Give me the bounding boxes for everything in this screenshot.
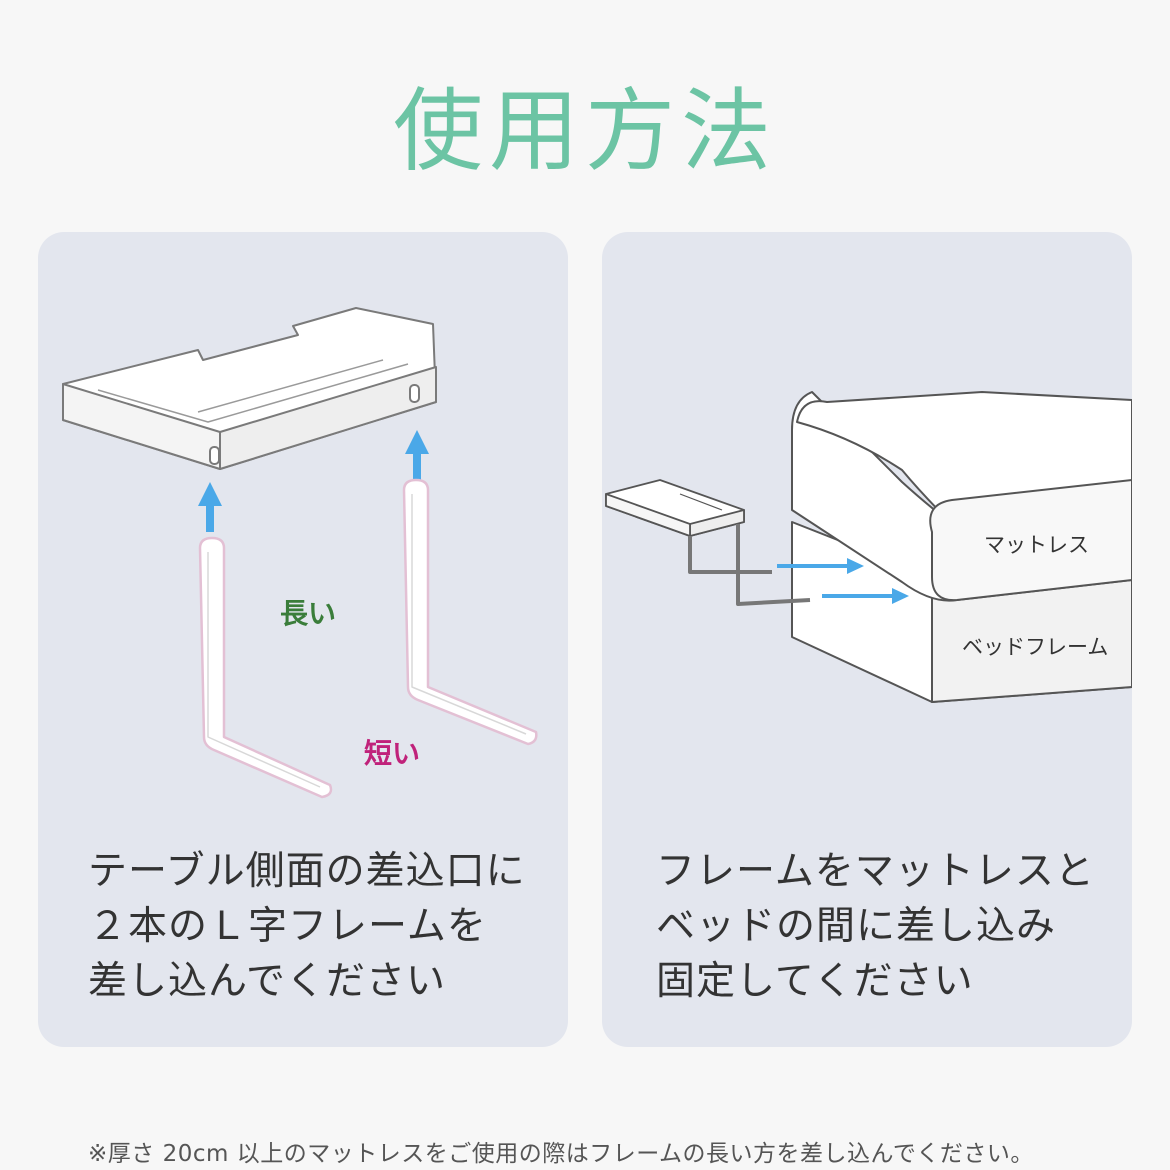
bed-installation-illustration: マットレス ベッドフレーム (605, 391, 1132, 703)
step-2-panel: マットレス ベッドフレーム フレームをマットレスと ベッドの間に差し込み 固定し… (602, 232, 1132, 1047)
step-1-panel: 長い 短い テーブル側面の差込口に ２本のＬ字フレームを 差し込んでください (38, 232, 568, 1047)
page-title: 使用方法 (393, 79, 777, 184)
mattress-illustration (791, 391, 1132, 602)
l-frame-short-illustration (198, 536, 333, 799)
tray-assembly-illustration (62, 307, 538, 799)
step-2-description: フレームをマットレスと ベッドの間に差し込み 固定してください (656, 849, 1095, 1004)
arrow-right-icon (822, 588, 909, 604)
footnote: ※厚さ 20cm 以上のマットレスをご使用の際はフレームの長い方を差し込んでくだ… (88, 1141, 1034, 1167)
label-long: 長い (280, 597, 337, 630)
tray-with-frame-illustration (605, 479, 811, 606)
arrow-up-icon (198, 482, 222, 532)
tray-illustration (62, 307, 437, 470)
arrow-up-icon (405, 430, 429, 480)
bedframe-label: ベッドフレーム (962, 635, 1108, 659)
label-short: 短い (364, 737, 421, 770)
l-frame-long-illustration (402, 478, 538, 746)
arrow-right-icon (777, 558, 864, 574)
step-1-description: テーブル側面の差込口に ２本のＬ字フレームを 差し込んでください (88, 849, 526, 1004)
mattress-label: マットレス (984, 533, 1089, 557)
